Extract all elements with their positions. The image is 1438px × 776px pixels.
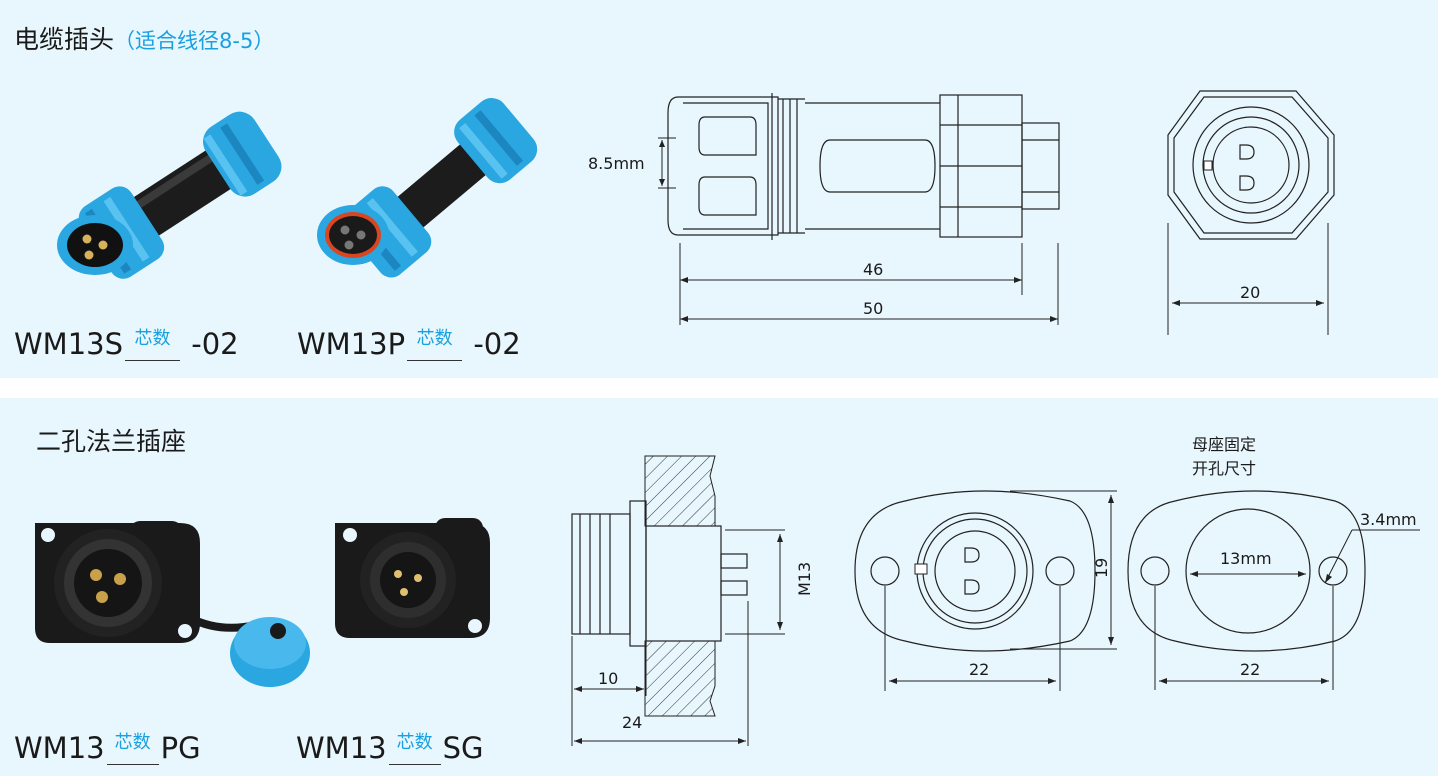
- model-prefix: WM13: [296, 731, 387, 765]
- model-suffix: SG: [442, 731, 484, 765]
- model-prefix: WM13S: [14, 327, 124, 361]
- dim-22b-label: 22: [1240, 660, 1260, 679]
- plug-side-drawing: 8.5mm 46 50: [588, 93, 1060, 325]
- cutout-note-line1: 母座固定: [1192, 435, 1256, 454]
- model-blank: 芯数: [407, 328, 463, 361]
- model-suffix: -02: [473, 327, 521, 361]
- model-blank: 芯数: [106, 732, 159, 765]
- plug-front-drawing: 20: [1167, 90, 1335, 335]
- section-title-cable-plug: 电缆插头（适合线径8-5）: [14, 20, 274, 56]
- dim-len-total-label: 50: [863, 299, 883, 318]
- cable-plug-section: 电缆插头（适合线径8-5）: [0, 0, 1438, 378]
- model-label-wm13s: WM13S 芯数 -02: [14, 327, 239, 361]
- title-main: 电缆插头: [14, 25, 115, 54]
- socket-male-image: [335, 518, 490, 638]
- dim-22a-label: 22: [969, 660, 989, 679]
- dim-13mm-label: 13mm: [1220, 549, 1272, 568]
- model-label-wm13sg: WM13 芯数 SG: [296, 731, 484, 765]
- model-blank: 芯数: [125, 328, 181, 361]
- model-label-wm13p: WM13P 芯数 -02: [297, 327, 521, 361]
- socket-side-drawing: M13 10 24: [571, 455, 814, 746]
- socket-front-drawing: 19 22: [854, 490, 1117, 691]
- plug-male-image: [57, 111, 282, 279]
- dim-19-label: 19: [1092, 558, 1111, 578]
- model-blank-label: 芯数: [416, 328, 453, 349]
- cutout-note-line2: 开孔尺寸: [1192, 459, 1256, 478]
- plug-female-image: [317, 98, 538, 278]
- dim-diameter-label: 20: [1240, 283, 1260, 302]
- panel-cutout-drawing: 母座固定 开孔尺寸 13mm 3.4mm 22: [1127, 435, 1420, 690]
- model-blank-label: 芯数: [134, 328, 171, 349]
- model-suffix: -02: [191, 327, 239, 361]
- dim-height-label: 8.5mm: [588, 154, 645, 173]
- model-blank-label: 芯数: [114, 732, 151, 753]
- model-blank-label: 芯数: [396, 732, 433, 753]
- model-label-wm13pg: WM13 芯数 PG: [14, 731, 201, 765]
- dim-3-4mm-label: 3.4mm: [1360, 510, 1417, 529]
- model-blank: 芯数: [388, 732, 441, 765]
- section-title-flange-socket: 二孔法兰插座: [36, 422, 186, 458]
- dim-len-inner-label: 46: [863, 260, 883, 279]
- dim-24-label: 24: [622, 713, 642, 732]
- title-sub: （适合线径8-5）: [114, 29, 275, 53]
- model-suffix: PG: [160, 731, 201, 765]
- model-prefix: WM13: [14, 731, 105, 765]
- title-main: 二孔法兰插座: [36, 427, 187, 456]
- model-prefix: WM13P: [297, 327, 406, 361]
- socket-female-image: [35, 521, 310, 687]
- dim-m13-label: M13: [795, 562, 814, 596]
- dim-10-label: 10: [598, 669, 618, 688]
